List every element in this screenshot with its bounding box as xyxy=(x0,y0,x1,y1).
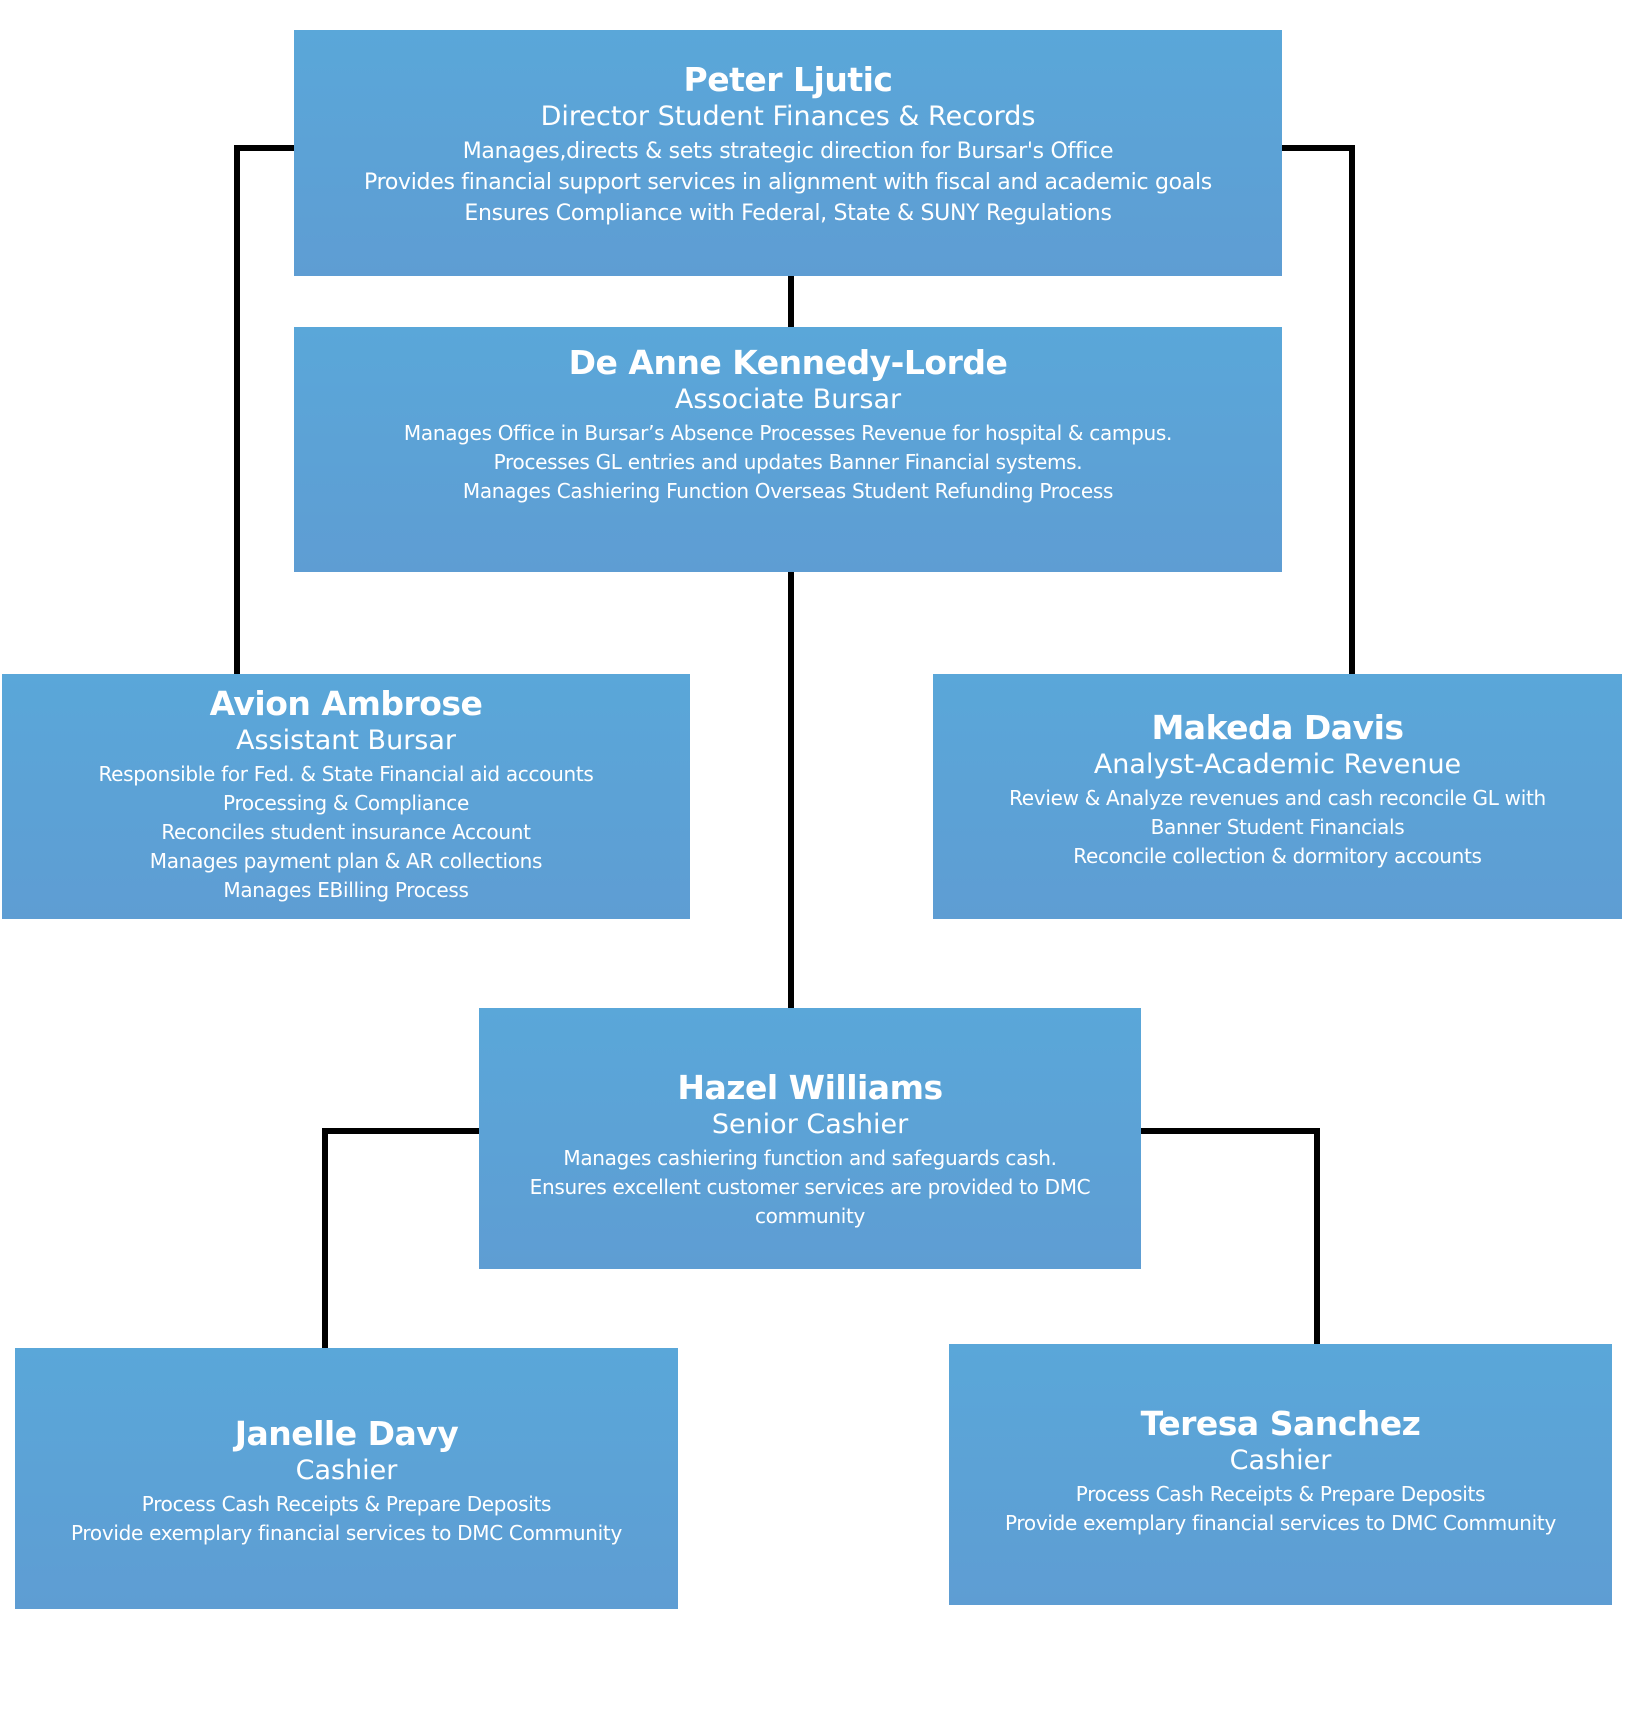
node-peter-ljutic: Peter Ljutic Director Student Finances &… xyxy=(294,30,1282,276)
duty-line: Provide exemplary financial services to … xyxy=(1005,1511,1556,1535)
duty-line: Manages Office in Bursar’s Absence Proce… xyxy=(403,421,1173,445)
duty-line: Processes GL entries and updates Banner … xyxy=(493,450,1083,474)
node-duties: Process Cash Receipts & Prepare Deposits… xyxy=(1005,1480,1556,1538)
node-duties: Manages,directs & sets strategic directi… xyxy=(364,136,1212,229)
node-title: Associate Bursar xyxy=(674,384,902,415)
node-duties: Manages Office in Bursar’s Absence Proce… xyxy=(404,419,1172,506)
connector-peter-to-avion xyxy=(234,145,297,677)
duty-line: Process Cash Receipts & Prepare Deposits xyxy=(141,1492,552,1516)
duty-line: Provides financial support services in a… xyxy=(364,170,1212,195)
duty-line: Responsible for Fed. & State Financial a… xyxy=(98,762,594,786)
duty-line: Ensures Compliance with Federal, State &… xyxy=(464,201,1112,226)
duty-line: Provide exemplary financial services to … xyxy=(71,1521,622,1545)
node-duties: Process Cash Receipts & Prepare Deposits… xyxy=(71,1490,622,1548)
node-title: Director Student Finances & Records xyxy=(540,101,1036,132)
node-name: De Anne Kennedy-Lorde xyxy=(568,343,1008,382)
node-title: Analyst-Academic Revenue xyxy=(1093,749,1462,780)
duty-line: Banner Student Financials xyxy=(1150,815,1405,839)
node-duties: Manages cashiering function and safeguar… xyxy=(530,1144,1091,1231)
duty-line: community xyxy=(754,1204,866,1228)
duty-line: Review & Analyze revenues and cash recon… xyxy=(1009,786,1546,810)
node-name: Teresa Sanchez xyxy=(1140,1404,1421,1443)
node-name: Makeda Davis xyxy=(1151,708,1404,747)
connector-hazel-to-teresa xyxy=(1138,1128,1320,1347)
node-duties: Review & Analyze revenues and cash recon… xyxy=(1009,784,1546,871)
duty-line: Reconcile collection & dormitory account… xyxy=(1073,844,1482,868)
duty-line: Manages payment plan & AR collections xyxy=(149,849,543,873)
node-avion-ambrose: Avion Ambrose Assistant Bursar Responsib… xyxy=(2,674,690,919)
node-teresa-sanchez: Teresa Sanchez Cashier Process Cash Rece… xyxy=(949,1344,1612,1605)
node-title: Assistant Bursar xyxy=(235,725,457,756)
node-name: Janelle Davy xyxy=(234,1414,459,1453)
node-name: Hazel Williams xyxy=(677,1068,943,1107)
duty-line: Ensures excellent customer services are … xyxy=(529,1175,1091,1199)
node-duties: Responsible for Fed. & State Financial a… xyxy=(98,760,593,905)
node-title: Cashier xyxy=(295,1455,398,1486)
duty-line: Reconciles student insurance Account xyxy=(161,820,531,844)
node-janelle-davy: Janelle Davy Cashier Process Cash Receip… xyxy=(15,1348,678,1609)
connector-peter-to-makeda xyxy=(1279,145,1355,677)
node-makeda-davis: Makeda Davis Analyst-Academic Revenue Re… xyxy=(933,674,1622,919)
duty-line: Manages Cashiering Function Overseas Stu… xyxy=(462,479,1114,503)
duty-line: Manages,directs & sets strategic directi… xyxy=(462,139,1114,164)
node-title: Cashier xyxy=(1229,1445,1332,1476)
node-name: Avion Ambrose xyxy=(209,684,483,723)
duty-line: Process Cash Receipts & Prepare Deposits xyxy=(1075,1482,1486,1506)
duty-line: Processing & Compliance xyxy=(223,791,469,815)
node-hazel-williams: Hazel Williams Senior Cashier Manages ca… xyxy=(479,1008,1141,1269)
node-name: Peter Ljutic xyxy=(683,60,893,99)
node-deanne-kennedy-lorde: De Anne Kennedy-Lorde Associate Bursar M… xyxy=(294,327,1282,572)
duty-line: Manages EBilling Process xyxy=(223,878,469,902)
duty-line: Manages cashiering function and safeguar… xyxy=(563,1146,1057,1170)
connector-hazel-to-janelle xyxy=(322,1128,482,1351)
node-title: Senior Cashier xyxy=(711,1109,909,1140)
